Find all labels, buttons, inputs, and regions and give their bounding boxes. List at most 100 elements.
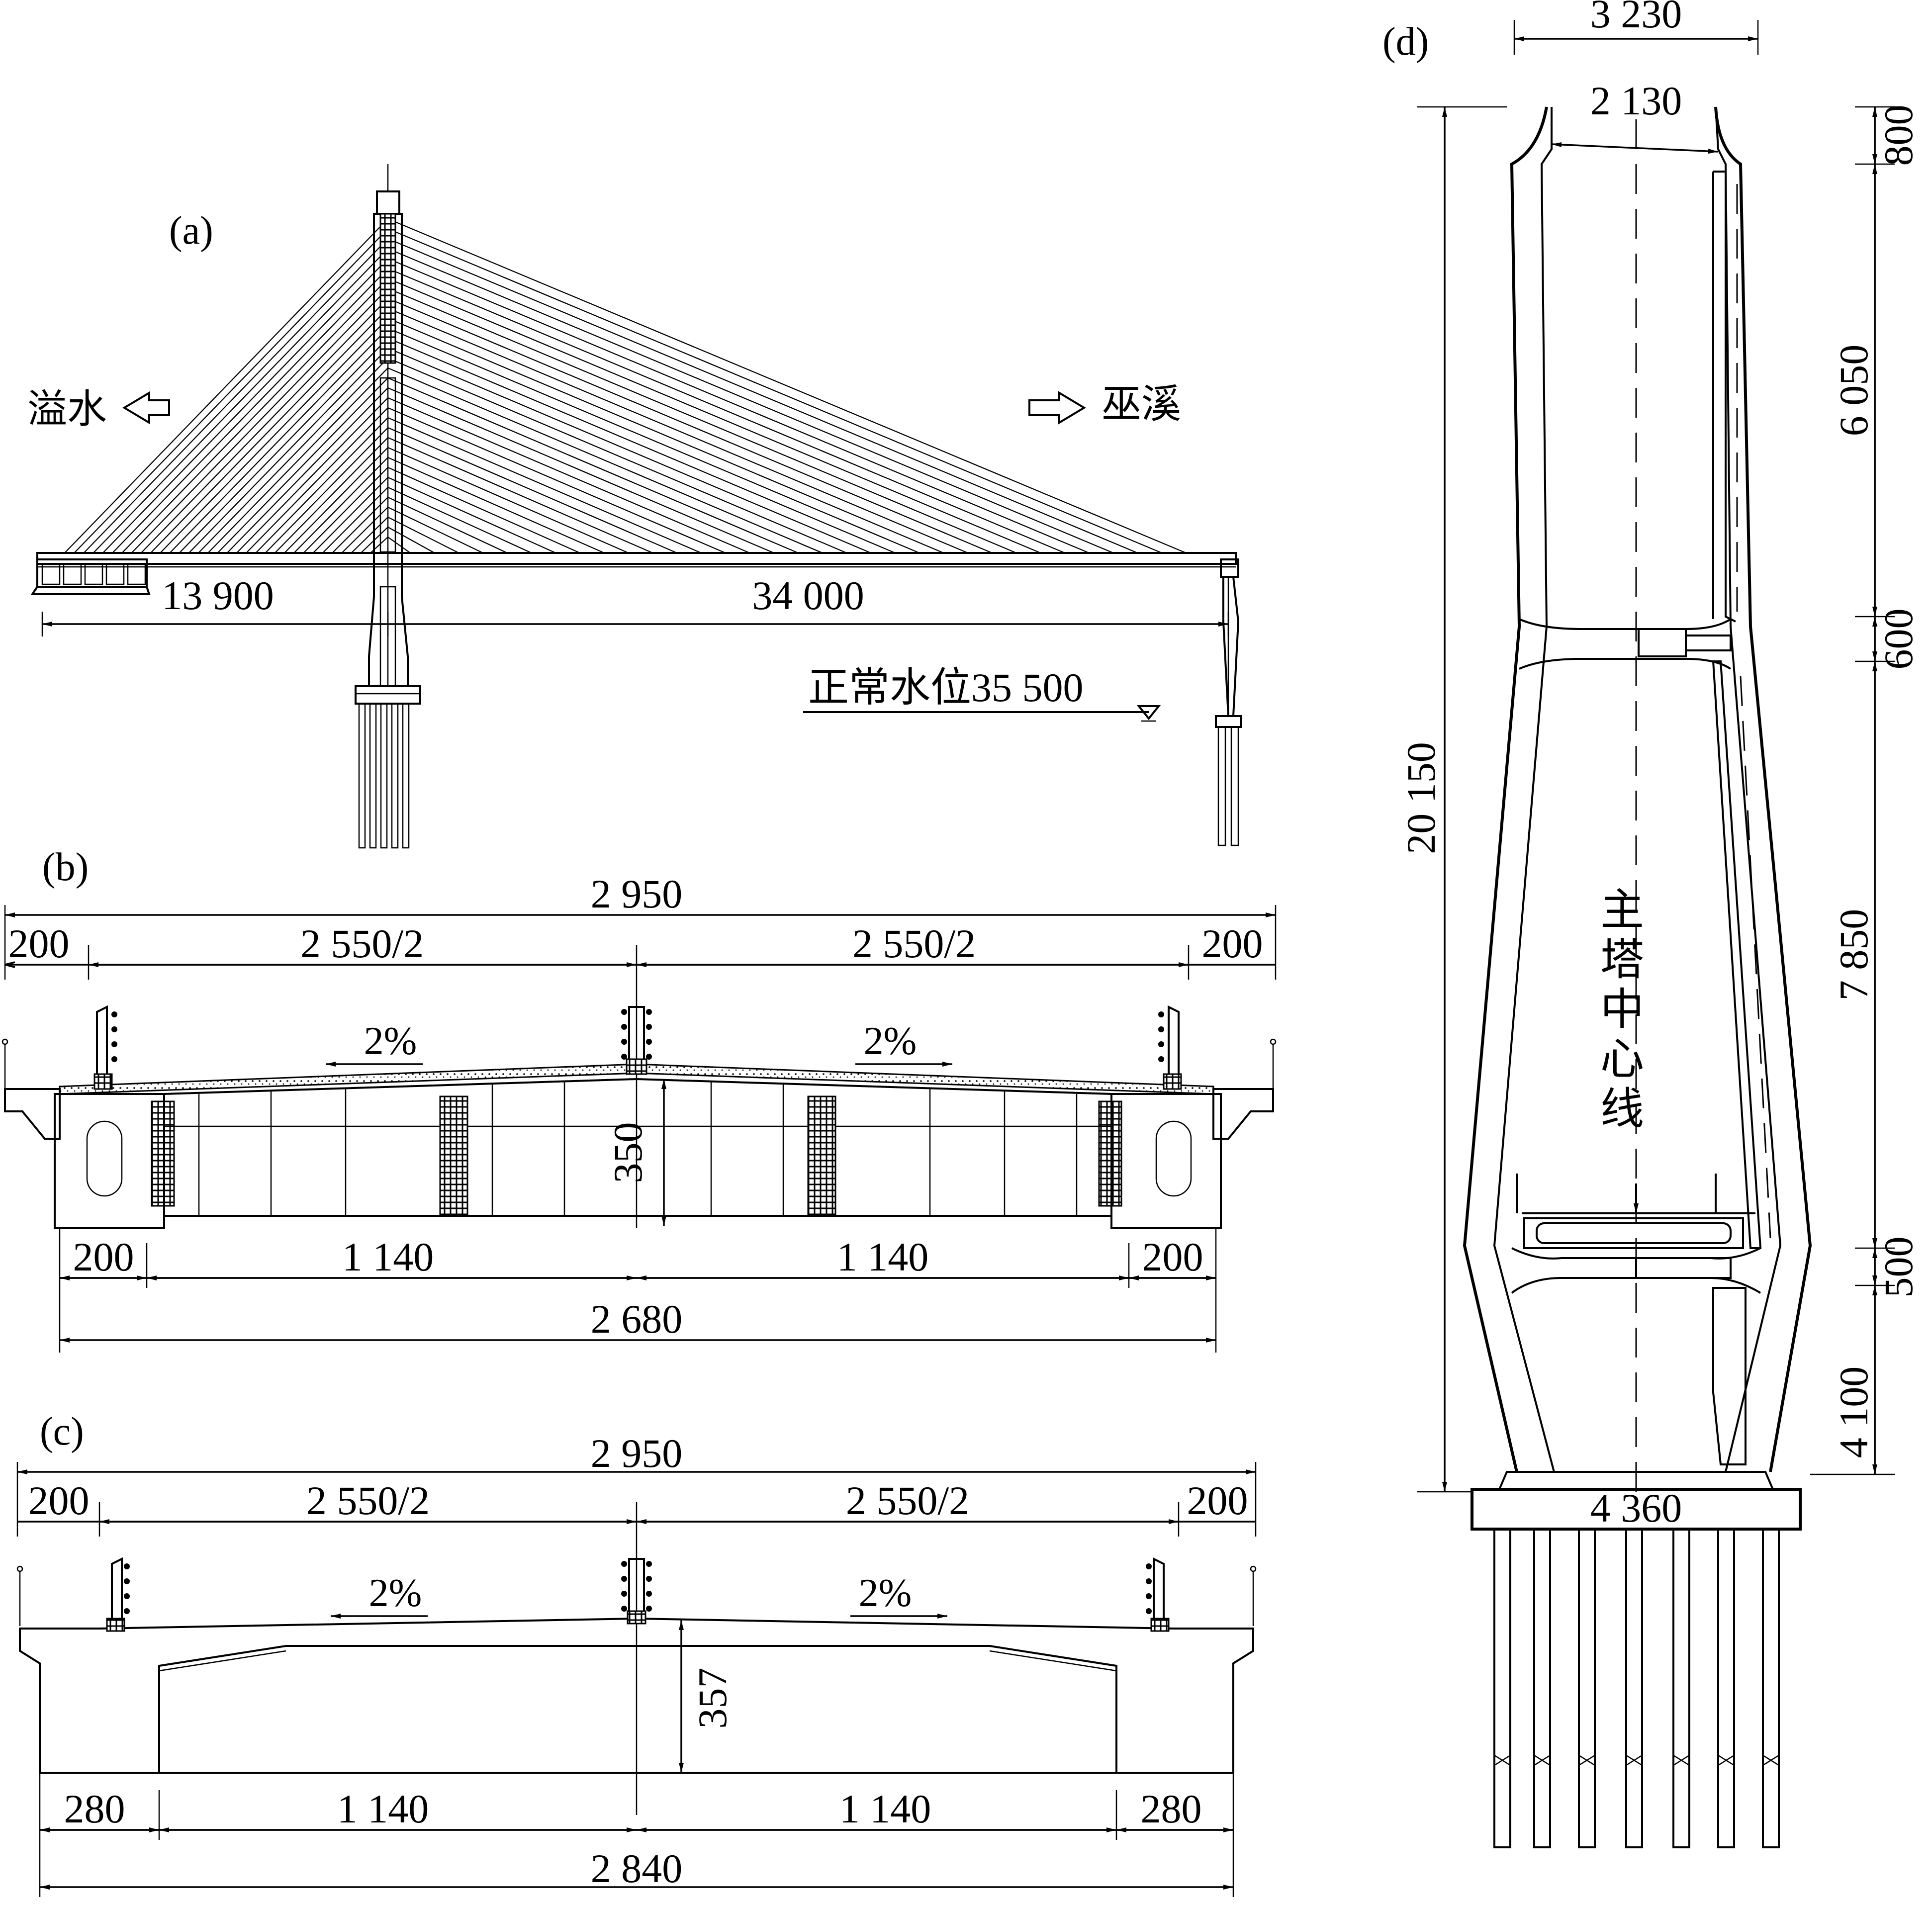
stay-cable (83, 238, 388, 553)
stay-cable (351, 517, 388, 553)
stay-cables (64, 218, 1187, 554)
stay-cable (293, 457, 388, 553)
panel-c-label: (c) (40, 1410, 84, 1453)
stay-cable (246, 407, 388, 553)
stay-cable (387, 317, 944, 554)
stay-cable (312, 477, 388, 553)
stay-cable (275, 437, 388, 553)
stay-cable (387, 377, 799, 554)
d-seg-6: 4 100 (1831, 1366, 1876, 1458)
end-pier (1215, 558, 1242, 846)
b-dim-total-top: 2 950 (591, 871, 683, 916)
stay-cable (387, 268, 1065, 554)
c-dim-side-left: 200 (28, 1478, 90, 1523)
stay-cable (387, 517, 459, 553)
main-span-label: 34 000 (752, 573, 864, 618)
b-height-label: 350 (605, 1122, 650, 1183)
stay-cable (160, 318, 388, 553)
panel-d: (d) 3 230 2 130 20 150 (1382, 0, 1921, 1848)
b-cross-section: 2% 2% 350 (1, 1005, 1277, 1229)
c-cross-section: 2% 2% 357 (16, 1557, 1257, 1774)
b-dim-bot-half-left: 1 140 (342, 1234, 434, 1279)
d-seg-3: 600 (1876, 609, 1921, 670)
b-dim-bot-side-left: 200 (73, 1234, 134, 1279)
b-dim-half-left: 2 550/2 (300, 921, 424, 966)
stay-cable (387, 417, 702, 554)
stay-cable (387, 238, 1138, 554)
c-bottom-dims: 280 1 140 1 140 280 2 840 (39, 1773, 1234, 1897)
stay-cable (387, 447, 629, 554)
c-dim-side-right: 200 (1187, 1478, 1248, 1523)
stay-cable (284, 447, 388, 553)
main-deck (36, 552, 1237, 565)
b-dim-bot-side-right: 200 (1142, 1234, 1203, 1279)
stay-cable (198, 358, 388, 553)
panel-a: (a) 溢水 巫溪 (27, 164, 1242, 849)
panel-d-label: (d) (1382, 20, 1429, 64)
water-level-label: 正常水位35 500 (808, 665, 1084, 710)
stay-cable (102, 258, 388, 553)
b-bottom-dims: 200 1 140 1 140 200 2 680 (59, 1228, 1217, 1353)
direction-right-arrow (1028, 391, 1086, 425)
stay-cable (64, 218, 388, 553)
stay-cable (387, 387, 774, 554)
side-span-label: 13 900 (162, 573, 274, 618)
stay-cable (387, 218, 1187, 554)
stay-cable (387, 307, 968, 554)
stay-cable (387, 486, 532, 554)
d-seg-5: 500 (1876, 1237, 1921, 1298)
stay-cable (121, 278, 388, 553)
panel-b-label: (b) (42, 845, 89, 889)
d-dim-total-height: 20 150 (1398, 742, 1444, 854)
b-dim-bot-total: 2 680 (591, 1296, 683, 1342)
d-centerline-char: 塔 (1600, 936, 1644, 985)
stay-cable (131, 288, 388, 553)
stay-cable (387, 476, 556, 554)
d-centerline-char: 中 (1600, 986, 1644, 1034)
d-piles (1493, 1528, 1780, 1848)
stay-cable (92, 248, 388, 553)
stay-cable (387, 397, 750, 554)
c-dim-bot-side-left: 280 (64, 1786, 125, 1831)
stay-cable (387, 456, 605, 554)
panel-a-label: (a) (169, 209, 213, 253)
stay-cable (179, 338, 388, 553)
stay-cable (387, 337, 896, 554)
stay-cable (387, 228, 1162, 554)
stay-cable (236, 397, 388, 553)
b-dim-side-left: 200 (8, 921, 70, 966)
b-slope-right: 2% (864, 1019, 917, 1063)
c-height-label: 357 (690, 1668, 735, 1729)
stay-cable (265, 427, 388, 553)
d-seg-4: 7 850 (1831, 909, 1876, 1001)
d-seg-2: 6 050 (1831, 345, 1876, 437)
b-dim-bot-half-right: 1 140 (837, 1234, 929, 1279)
c-dim-half-right: 2 550/2 (846, 1478, 969, 1523)
pylon-side-view: 主 塔 中 心 线 4 360 (1463, 106, 1812, 1848)
stay-cable (387, 277, 1041, 554)
c-dim-half-left: 2 550/2 (306, 1478, 430, 1523)
stay-cable (188, 348, 388, 553)
b-dim-half-right: 2 550/2 (852, 921, 976, 966)
d-centerline-char: 主 (1600, 887, 1644, 935)
panel-b: (b) 2 950 200 2 550/2 2 550/2 200 (1, 845, 1277, 1353)
direction-left-arrow (122, 391, 170, 425)
stay-cable (74, 228, 388, 553)
stay-cable (226, 387, 388, 553)
c-slope-right: 2% (859, 1571, 912, 1615)
stay-cable (255, 417, 388, 553)
stay-cable (387, 287, 1017, 554)
b-slope-left: 2% (364, 1019, 417, 1063)
stay-cable (387, 258, 1090, 554)
stay-cable (387, 357, 847, 554)
c-dim-bot-side-right: 280 (1141, 1786, 1202, 1831)
water-level: 正常水位35 500 (803, 665, 1161, 722)
direction-left-label: 溢水 (27, 388, 107, 432)
stay-cable (112, 268, 388, 553)
side-span-boxes (30, 558, 151, 595)
panel-c: (c) 2 950 200 2 550/2 2 550/2 200 (16, 1410, 1257, 1897)
d-seg-1: 800 (1876, 105, 1921, 166)
d-centerline-char: 心 (1600, 1036, 1644, 1084)
stay-cable (387, 507, 483, 553)
